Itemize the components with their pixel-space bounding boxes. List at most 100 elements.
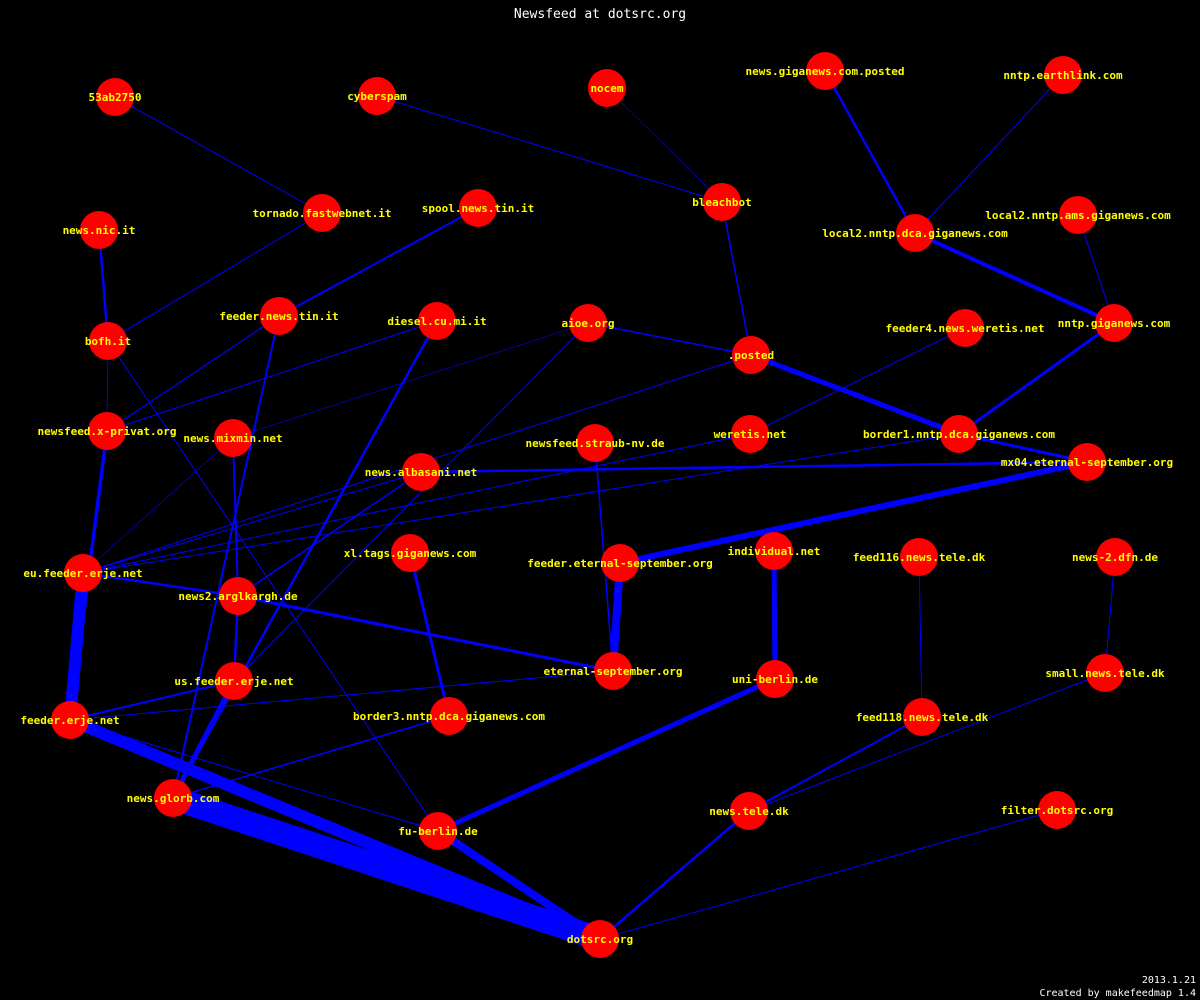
node-local2-nntp-ams-giganews-com	[1059, 196, 1097, 234]
node-label-local2-nntp-dca-giganews-com: local2.nntp.dca.giganews.com	[822, 227, 1008, 240]
node-label-xl-tags-giganews-com: xl.tags.giganews.com	[344, 547, 477, 560]
edge-news-tele-dk-to-dotsrc-org	[598, 809, 751, 941]
node-eu-feeder-erje-net	[64, 554, 102, 592]
edge-filter-dotsrc-org-to-dotsrc-org	[599, 809, 1058, 940]
footer-date: 2013.1.21	[1142, 975, 1196, 986]
node-newsfeed-x-privat-org	[88, 412, 126, 450]
node-label-news-giganews-com-posted: news.giganews.com.posted	[746, 65, 905, 78]
node-label-eu-feeder-erje-net: eu.feeder.erje.net	[23, 567, 142, 580]
node-feeder-eternal-september-org	[601, 544, 639, 582]
edge-feed118-news-tele-dk-to-news-tele-dk	[748, 716, 923, 812]
node-nocem	[588, 69, 626, 107]
node-label-news-albasani-net: news.albasani.net	[365, 466, 478, 479]
node-feed118-news-tele-dk	[903, 698, 941, 736]
edge-eternal-september-org-to-feeder-erje-net	[69, 670, 614, 721]
edge-bleachbot-to-posted	[721, 201, 752, 356]
footer-credit: Created by makefeedmap 1.4	[1039, 988, 1196, 999]
node-label-nntp-giganews-com: nntp.giganews.com	[1058, 317, 1171, 330]
node-label-fu-berlin-de: fu-berlin.de	[398, 825, 478, 838]
edge-feeder4-news-weretis-net-to-weretis-net	[749, 327, 966, 435]
edge-aioe-org-to-news-mixmin-net	[232, 322, 589, 439]
node-label-cyberspam: cyberspam	[347, 90, 407, 103]
edge-local2-nntp-dca-giganews-com-to-nntp-giganews-com	[913, 231, 1116, 325]
node-aioe-org	[569, 304, 607, 342]
node-news-glorb-com	[154, 779, 192, 817]
node-label-feeder-news-tin-it: feeder.news.tin.it	[219, 310, 338, 323]
node-fu-berlin-de	[419, 812, 457, 850]
node-label-nntp-earthlink-com: nntp.earthlink.com	[1003, 69, 1123, 82]
edge-uni-berlin-de-to-fu-berlin-de	[435, 676, 778, 834]
edge-news-giganews-com-posted-to-local2-nntp-dca-giganews-com	[823, 69, 917, 235]
node-label-local2-nntp-ams-giganews-com: local2.nntp.ams.giganews.com	[985, 209, 1171, 222]
node-bofh-it	[89, 322, 127, 360]
node-label-newsfeed-x-privat-org: newsfeed.x-privat.org	[37, 425, 176, 438]
node-label-diesel-cu-mi-it: diesel.cu.mi.it	[387, 315, 486, 328]
node-label-spool-news-tin-it: spool.news.tin.it	[422, 202, 535, 215]
edge-tornado-fastwebnet-it-to-bofh-it	[107, 212, 323, 342]
edge-feeder-news-tin-it-to-news-glorb-com	[172, 315, 280, 799]
edge-posted-to-border1-nntp-dca-giganews-com	[748, 352, 962, 437]
edge-border1-nntp-dca-giganews-com-to-eu-feeder-erje-net	[82, 433, 960, 574]
node-small-news-tele-dk	[1086, 654, 1124, 692]
node-posted	[732, 336, 770, 374]
node-label-feed116-news-tele-dk: feed116.news.tele.dk	[853, 551, 986, 564]
node-label-filter-dotsrc-org: filter.dotsrc.org	[1001, 804, 1114, 817]
edge-nocem-to-bleachbot	[606, 87, 723, 203]
node-label-bleachbot: bleachbot	[692, 196, 752, 209]
node-news-tele-dk	[730, 792, 768, 830]
edge-mx04-eternal-september-org-to-news-albasani-net	[419, 460, 1089, 474]
node-label-feeder-eternal-september-org: feeder.eternal-september.org	[527, 557, 712, 570]
edge-news-albasani-net-to-eu-feeder-erje-net	[82, 471, 422, 574]
edge-cyberspam-to-bleachbot	[376, 95, 723, 203]
node-label-news-tele-dk: news.tele.dk	[709, 805, 789, 818]
node-label-nocem: nocem	[590, 82, 623, 95]
node-news-giganews-com-posted	[806, 52, 844, 90]
node-us-feeder-erje-net	[215, 662, 253, 700]
edge-nntp-earthlink-com-to-local2-nntp-dca-giganews-com	[914, 74, 1064, 234]
edge-news-albasani-net-to-news2-arglkargh-de	[237, 471, 422, 597]
edge-small-news-tele-dk-to-news-tele-dk	[748, 672, 1106, 812]
node-dotsrc-org	[581, 920, 619, 958]
node-label-news-mixmin-net: news.mixmin.net	[183, 432, 282, 445]
node-border1-nntp-dca-giganews-com	[940, 415, 978, 453]
node-label-weretis-net: weretis.net	[714, 428, 787, 441]
edge-news-mixmin-net-to-eu-feeder-erje-net	[82, 437, 234, 574]
node-feed116-news-tele-dk	[900, 538, 938, 576]
edge-individual-net-to-uni-berlin-de	[771, 548, 778, 682]
node-eternal-september-org	[594, 652, 632, 690]
node-filter-dotsrc-org	[1038, 791, 1076, 829]
node-label-small-news-tele-dk: small.news.tele.dk	[1045, 667, 1165, 680]
node-label-us-feeder-erje-net: us.feeder.erje.net	[174, 675, 293, 688]
node-individual-net	[755, 532, 793, 570]
edge-spool-news-tin-it-to-feeder-news-tin-it	[278, 207, 479, 317]
edge-news-glorb-com-to-dotsrc-org	[161, 786, 612, 951]
node-bleachbot	[703, 183, 741, 221]
node-label-individual-net: individual.net	[728, 545, 821, 558]
node-cyberspam	[358, 77, 396, 115]
node-label-news-glorb-com: news.glorb.com	[127, 792, 220, 805]
edge-eu-feeder-erje-net-to-news2-arglkargh-de	[81, 571, 240, 598]
node-label-53ab2750: 53ab2750	[89, 91, 142, 104]
node-53ab2750	[96, 78, 134, 116]
edge-feed116-news-tele-dk-to-feed118-news-tele-dk	[918, 556, 923, 718]
edge-border1-nntp-dca-giganews-com-to-mx04-eternal-september-org	[957, 432, 1089, 464]
node-news-mixmin-net	[214, 419, 252, 457]
edge-news-mixmin-net-to-news2-arglkargh-de	[232, 437, 239, 597]
node-spool-news-tin-it	[459, 189, 497, 227]
edge-mx04-eternal-september-org-to-feeder-eternal-september-org	[617, 459, 1090, 566]
edge-us-feeder-erje-net-to-feeder-erje-net	[69, 680, 235, 721]
edge-bofh-it-to-fu-berlin-de	[107, 340, 439, 832]
edge-xl-tags-giganews-com-to-border3-nntp-dca-giganews-com	[408, 551, 451, 718]
node-nntp-earthlink-com	[1044, 56, 1082, 94]
node-nntp-giganews-com	[1095, 304, 1133, 342]
node-border3-nntp-dca-giganews-com	[430, 697, 468, 735]
node-label-aioe-org: aioe.org	[562, 317, 615, 330]
edge-news2-arglkargh-de-to-eternal-september-org	[236, 594, 615, 673]
node-news-2-dfn-de	[1096, 538, 1134, 576]
node-label-feeder-erje-net: feeder.erje.net	[20, 714, 119, 727]
edge-eu-feeder-erje-net-to-feeder-erje-net	[64, 567, 89, 726]
node-label-mx04-eternal-september-org: mx04.eternal-september.org	[1001, 456, 1173, 469]
node-label-news2-arglkargh-de: news2.arglkargh.de	[178, 590, 298, 603]
edge-us-feeder-erje-net-to-news-glorb-com	[170, 678, 237, 801]
